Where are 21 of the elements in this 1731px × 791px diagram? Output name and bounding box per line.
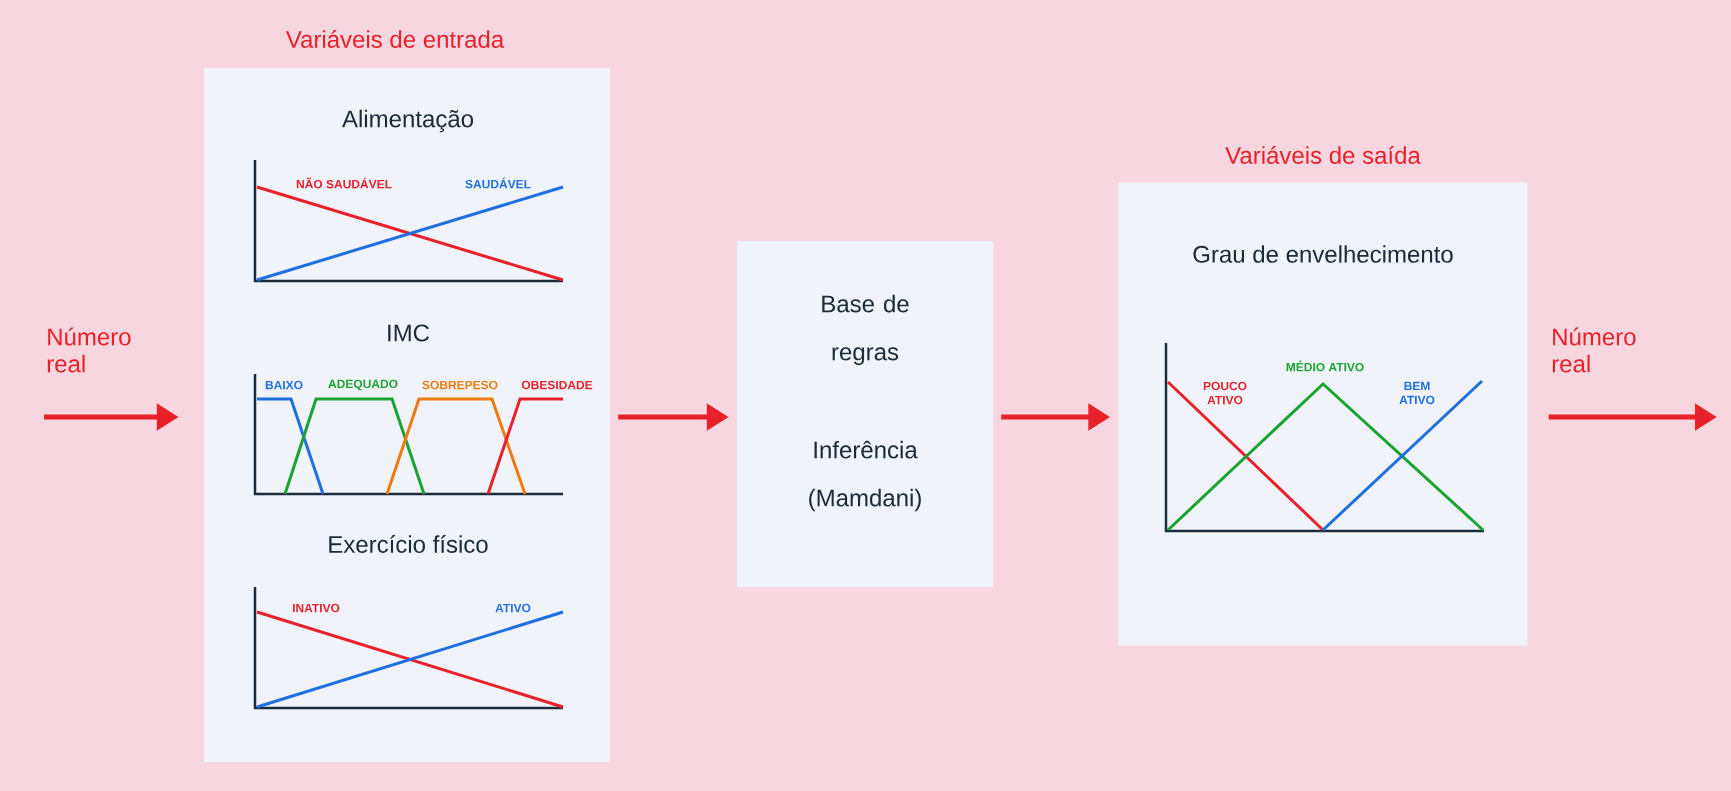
- curve-label: POUCO ATIVO: [1203, 381, 1247, 405]
- arrow-label: Número real: [47, 327, 131, 373]
- curve-label: BAIXO: [265, 380, 303, 390]
- curve-label: SAUDÁVEL: [465, 177, 531, 189]
- curve-label: SOBREPESO: [422, 380, 498, 390]
- curve-label: OBESIDADE: [521, 380, 593, 390]
- curve-label: INATIVO: [292, 603, 340, 613]
- curve-label: ADEQUADO: [328, 379, 398, 391]
- curve-label: MÉDIO ATIVO: [1286, 360, 1364, 372]
- box-text: Base de regras: [822, 294, 909, 366]
- box-text: Inferência (Mamdani): [809, 440, 921, 512]
- chart-title: Alimentação: [342, 109, 473, 133]
- section-title: Variáveis de entrada: [285, 30, 505, 48]
- arrow-label: Número real: [1552, 327, 1636, 373]
- curve-label: ATIVO: [495, 603, 531, 613]
- section-title: Variáveis de saída: [1225, 146, 1421, 164]
- chart-title: IMC: [388, 324, 430, 342]
- curve-label: NÃO SAUDÁVEL: [296, 177, 392, 189]
- curve-label: BEM ATIVO: [1399, 381, 1435, 405]
- chart-title: Exercício físico: [329, 535, 488, 553]
- chart-title: Grau de envelhecimento: [1193, 245, 1453, 263]
